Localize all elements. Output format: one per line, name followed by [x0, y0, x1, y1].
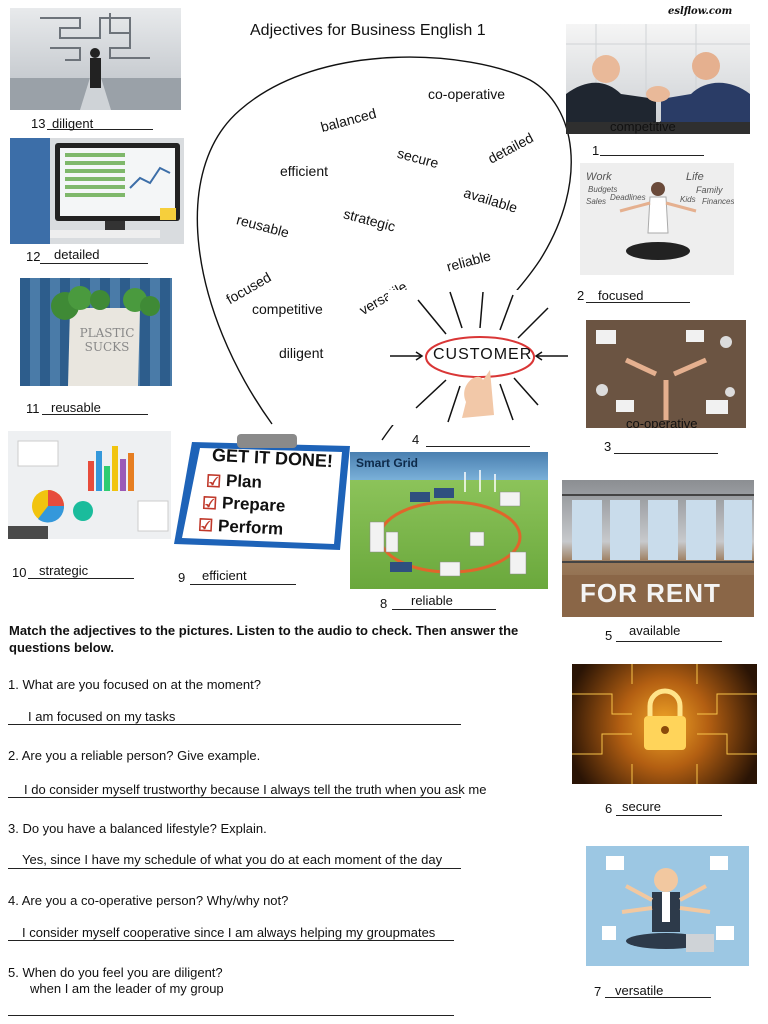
checkbox-icon: ☑ — [201, 493, 218, 514]
item-9-blank[interactable] — [190, 584, 296, 585]
item-10-number: 10 — [12, 565, 27, 580]
item-3-answer: co-operative — [626, 416, 698, 428]
instructions-text: Match the adjectives to the pictures. Li… — [9, 623, 519, 655]
answer-5-line[interactable] — [8, 1015, 454, 1016]
checklist-item-plan: Plan — [225, 471, 263, 492]
answer-2-line[interactable] — [8, 797, 461, 798]
wl-word-budgets: Budgets — [588, 185, 618, 194]
item-6-answer: secure — [622, 799, 662, 814]
item-7-answer: versatile — [615, 983, 664, 998]
answer-3-text: Yes, since I have my schedule of what yo… — [22, 852, 443, 867]
item-1-answer: competitive — [610, 119, 676, 134]
wl-word-finances: Finances — [702, 197, 734, 206]
checklist-item-perform: Perform — [217, 516, 284, 539]
item-11-number: 11 — [26, 401, 40, 416]
item-3-blank[interactable] — [614, 453, 718, 454]
wl-word-sales: Sales — [586, 197, 607, 206]
customer-label: CUSTOMER — [433, 346, 533, 363]
item-10-answer: strategic — [39, 563, 89, 578]
smart-grid-picture: Smart Grid — [350, 452, 548, 589]
checkbox-icon: ☑ — [197, 515, 214, 536]
item-2-blank[interactable] — [586, 302, 690, 303]
item-13-answer: diligent — [52, 116, 94, 131]
customer-focus-picture: CUSTOMER — [388, 290, 570, 425]
item-13-number: 13 — [31, 116, 46, 131]
work-life-balance-picture: Work Budgets Sales Deadlines Life Family… — [580, 163, 734, 275]
arm-wrestling-picture: competitive — [566, 24, 750, 134]
cloud-word-diligent: diligent — [279, 345, 324, 361]
for-rent-sign: FOR RENT — [580, 578, 721, 608]
item-9-answer: efficient — [202, 568, 247, 583]
page-title: Adjectives for Business English 1 — [250, 22, 486, 39]
cloud-word-co-operative: co-operative — [428, 86, 506, 102]
wl-word-kids: Kids — [680, 195, 696, 204]
item-7-number: 7 — [594, 984, 602, 999]
item-12-blank[interactable] — [40, 263, 148, 264]
item-10-blank[interactable] — [28, 578, 134, 579]
item-8-number: 8 — [380, 596, 388, 611]
item-2-number: 2 — [577, 288, 585, 303]
item-6-number: 6 — [605, 801, 613, 816]
item-9-number: 9 — [178, 570, 186, 585]
maze-picture — [10, 8, 181, 110]
question-3: 3. Do you have a balanced lifestyle? Exp… — [8, 821, 267, 836]
item-11-blank[interactable] — [42, 414, 148, 415]
item-5-answer: available — [629, 623, 681, 638]
item-7-blank[interactable] — [605, 997, 711, 998]
answer-2-text: I do consider myself trustworthy because… — [24, 782, 487, 797]
item-5-number: 5 — [605, 628, 613, 643]
get-it-done-picture: GET IT DONE! ☑ Plan ☑ Prepare ☑ Perform — [172, 432, 352, 550]
item-1-number: 1 — [592, 143, 600, 158]
bag-print-text: PLASTIC SUCKS — [79, 326, 135, 354]
checklist-item-prepare: Prepare — [221, 493, 286, 516]
multitasker-picture — [586, 846, 749, 966]
question-4: 4. Are you a co-operative person? Why/wh… — [8, 893, 289, 908]
item-12-number: 12 — [26, 249, 41, 264]
answer-1-text: I am focused on my tasks — [28, 709, 176, 724]
wl-word-work: Work — [586, 171, 612, 183]
answer-4-line[interactable] — [8, 940, 454, 941]
strategy-charts-picture — [8, 431, 171, 539]
item-8-blank[interactable] — [392, 609, 496, 610]
spreadsheet-picture — [10, 138, 184, 244]
wl-word-life: Life — [686, 171, 704, 183]
answer-5-text: when I am the leader of my group — [30, 981, 224, 996]
cloud-word-competitive: competitive — [252, 301, 323, 317]
item-2-answer: focused — [598, 288, 644, 303]
item-12-answer: detailed — [54, 247, 100, 262]
reusable-bag-picture: PLASTIC SUCKS — [20, 278, 172, 386]
item-5-blank[interactable] — [616, 641, 722, 642]
answer-3-line[interactable] — [8, 868, 461, 869]
question-5: 5. When do you feel you are diligent? — [8, 965, 223, 980]
team-meeting-picture: co-operative — [586, 320, 746, 428]
answer-4-text: I consider myself cooperative since I am… — [22, 925, 436, 940]
cloud-word-efficient: efficient — [280, 163, 328, 179]
item-13-blank[interactable] — [47, 129, 153, 130]
item-3-number: 3 — [604, 439, 612, 454]
wl-word-family: Family — [696, 185, 723, 195]
wl-word-deadlines: Deadlines — [610, 193, 646, 202]
office-for-rent-picture: FOR RENT — [562, 480, 754, 617]
question-1: 1. What are you focused on at the moment… — [8, 677, 261, 692]
site-brand: eslflow.com — [668, 6, 733, 17]
checkbox-icon: ☑ — [205, 471, 222, 492]
smart-grid-title: Smart Grid — [356, 456, 419, 470]
item-6-blank[interactable] — [616, 815, 722, 816]
item-8-answer: reliable — [411, 593, 453, 608]
item-11-answer: reusable — [51, 400, 101, 415]
item-4-blank[interactable] — [426, 446, 530, 447]
item-4-number: 4 — [412, 432, 420, 447]
answer-1-line[interactable] — [8, 724, 461, 725]
question-2: 2. Are you a reliable person? Give examp… — [8, 748, 261, 763]
cyber-lock-picture — [572, 664, 757, 784]
item-1-blank[interactable] — [600, 155, 704, 156]
